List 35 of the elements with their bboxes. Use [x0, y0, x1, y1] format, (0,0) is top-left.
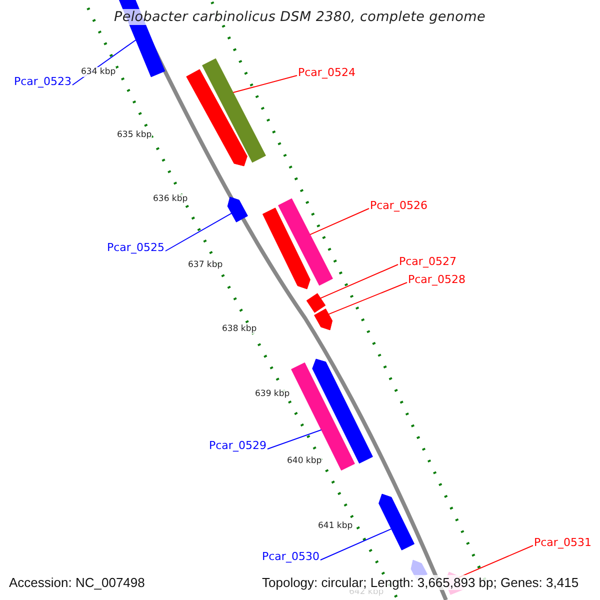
gene-feature [262, 208, 310, 290]
position-label: 636 kbp [153, 194, 188, 204]
gene-label: Pcar_0531 [534, 536, 592, 549]
gene-feature [378, 494, 415, 550]
gene-label: Pcar_0529 [209, 439, 266, 452]
leader-line [320, 528, 392, 560]
position-label: 637 kbp [188, 260, 223, 270]
gene-feature [186, 69, 248, 166]
diagram-title: Pelobacter carbinolicus DSM 2380, complete genome [114, 9, 486, 25]
genome-info: Topology: circular; Length: 3,665,893 bp; Genes: 3,415 [262, 575, 579, 590]
position-label: 639 kbp [255, 389, 290, 399]
position-label: 641 kbp [318, 521, 353, 531]
position-label: 634 kbp [81, 67, 116, 77]
gene-feature [314, 308, 333, 330]
gene-label: Pcar_0527 [399, 255, 456, 268]
position-label: 640 kbp [287, 456, 322, 466]
gene-feature [306, 293, 326, 313]
gene-label: Pcar_0526 [370, 199, 428, 212]
leader-line [232, 75, 298, 93]
gene-feature [227, 196, 248, 222]
gene-label: Pcar_0528 [408, 273, 466, 286]
position-label: 638 kbp [222, 324, 257, 334]
gene-label: Pcar_0530 [262, 550, 320, 563]
leader-line [328, 282, 408, 315]
gene-label: Pcar_0523 [14, 75, 72, 88]
gene-label: Pcar_0524 [298, 66, 356, 79]
leader-line [164, 212, 232, 252]
genome-info: Accession: NC_007498 [9, 575, 145, 590]
gene-feature [202, 58, 266, 163]
gene-label: Pcar_0525 [107, 241, 164, 254]
leader-line [266, 429, 322, 450]
position-label: 635 kbp [117, 130, 152, 140]
gene-feature [278, 198, 333, 286]
leader-line [320, 264, 398, 299]
leader-line [310, 208, 370, 236]
